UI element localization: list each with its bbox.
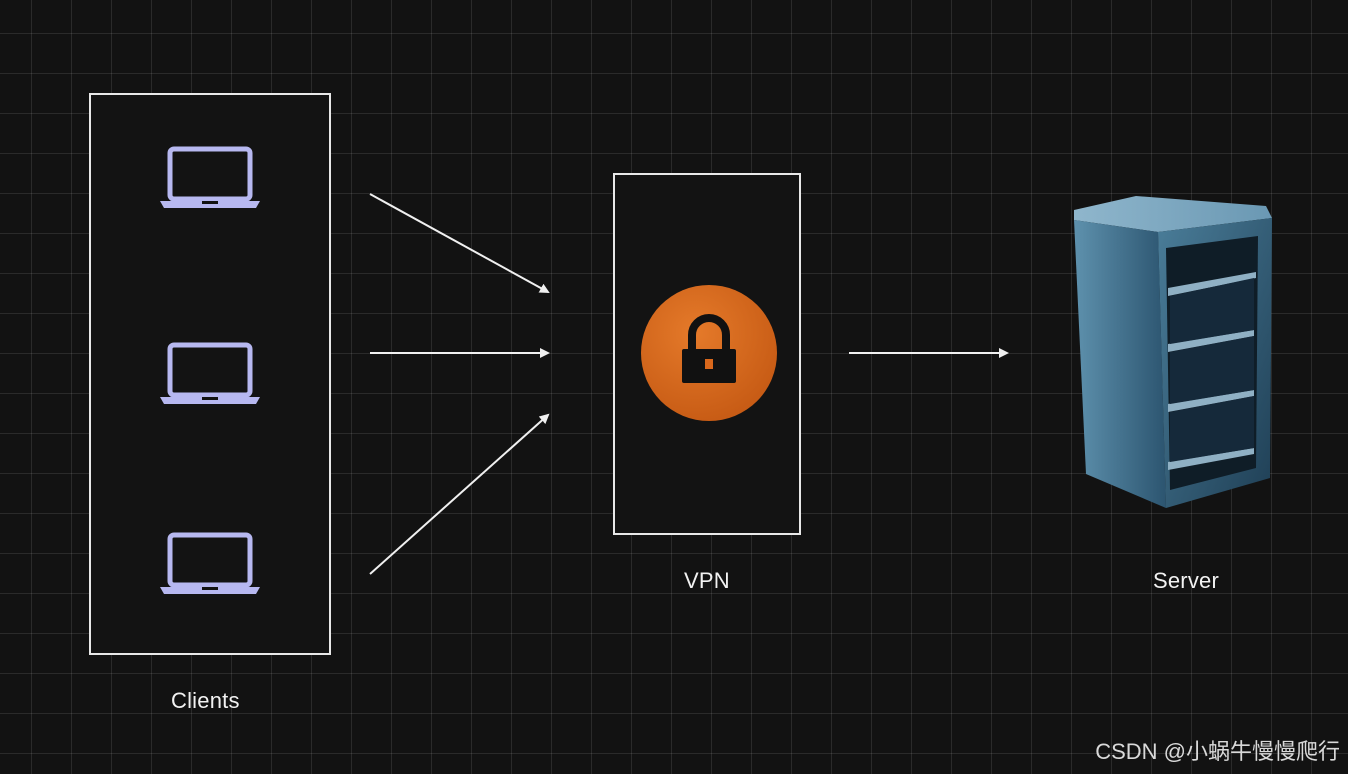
clients-label: Clients [171,688,240,713]
watermark-text: CSDN @小蜗牛慢慢爬行 [1095,739,1340,764]
laptop-icon [158,532,262,598]
vpn-label: VPN [684,568,730,593]
clients-box [89,93,331,655]
arrow-client1-to-vpn [369,193,550,293]
arrow-client3-to-vpn [369,413,550,575]
laptop-icon [158,342,262,408]
laptop-icon [158,146,262,212]
server-rack-icon [1066,192,1276,522]
lock-icon [639,283,779,423]
server-label: Server [1153,568,1219,593]
